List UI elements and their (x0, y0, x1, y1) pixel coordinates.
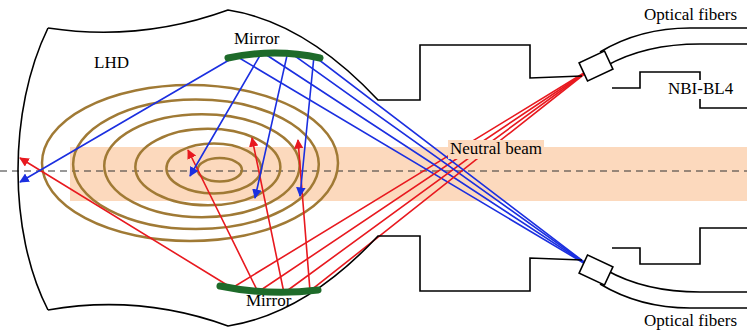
beamline-label: NBI-BL4 (666, 80, 735, 99)
flux-surfaces (42, 85, 338, 241)
sight-line (252, 68, 592, 293)
vessel-outline (18, 10, 747, 326)
flux-surface (198, 158, 242, 181)
mirror-shapes (220, 53, 320, 292)
flux-surface (166, 143, 261, 193)
fiber-label: Optical fibers (642, 6, 739, 25)
mirror-label: Mirror (244, 292, 293, 311)
device-label: LHD (92, 54, 131, 73)
sight-line (298, 68, 592, 291)
sight-lines (20, 51, 592, 293)
mirror-label: Mirror (232, 30, 281, 49)
axis-line (0, 171, 747, 172)
beam-label: Neutral beam (448, 140, 544, 159)
flux-surface (42, 85, 338, 241)
sight-line (20, 68, 592, 288)
neutral-beam-band (70, 147, 747, 201)
sight-line (300, 56, 592, 268)
fiber-label: Optical fibers (642, 312, 739, 331)
